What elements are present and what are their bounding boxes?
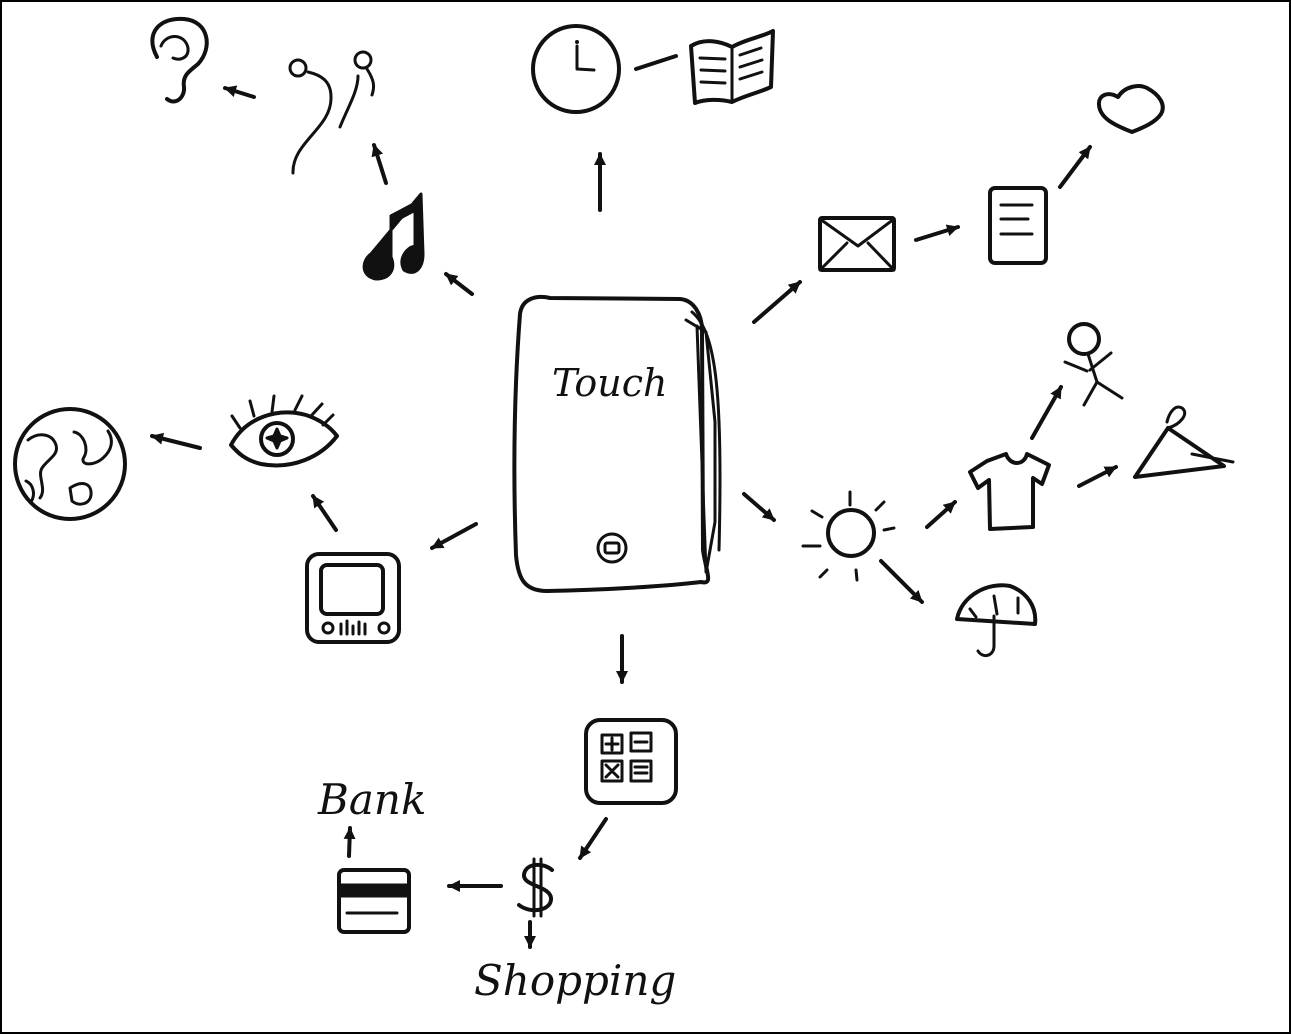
hanger-icon	[1135, 407, 1233, 477]
globe-icon	[15, 409, 125, 519]
ear-icon	[152, 19, 206, 102]
center-label: Touch	[552, 361, 668, 405]
tv-icon	[307, 554, 399, 642]
bank-label: Bank	[317, 775, 426, 824]
note-icon	[990, 188, 1046, 263]
earphones-icon	[290, 52, 374, 173]
calculator-icon	[586, 720, 676, 803]
sun-icon	[803, 492, 894, 580]
dollar-icon	[519, 859, 552, 916]
card-icon	[339, 870, 409, 932]
book-icon	[691, 31, 773, 103]
person-icon	[1065, 324, 1122, 405]
shirt-icon	[970, 454, 1049, 529]
shopping-label: Shopping	[474, 956, 676, 1005]
eye-icon	[231, 396, 337, 465]
music-note-icon	[364, 194, 423, 279]
envelope-icon	[820, 218, 894, 270]
clock-icon	[533, 26, 619, 112]
umbrella-icon	[957, 585, 1035, 655]
touch-device-icon: Touch	[514, 297, 720, 591]
heart-icon	[1099, 86, 1163, 132]
